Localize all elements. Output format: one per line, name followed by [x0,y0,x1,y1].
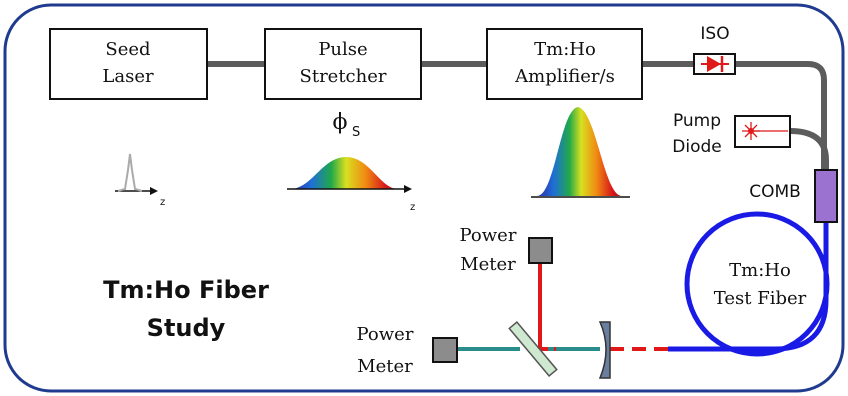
pulse-stretcher-block [264,28,422,100]
power-meter-left-label-1: Power [357,324,414,345]
amplified-pulse-sketch [531,107,630,198]
amplifier-block [486,28,643,100]
combiner-label: COMB [749,182,801,202]
dichroic-mirror [508,320,558,378]
test-fiber-label-1: Tm:Ho [729,260,791,281]
axis-z-label-2: z [410,202,415,213]
axis-z-label-1: z [160,197,165,208]
test-fiber-label-2: Test Fiber [714,288,807,309]
power-meter-top [528,237,553,264]
outer-frame [3,3,845,393]
amplifier-label-1: Tm:Ho [534,39,596,60]
phase-subscript: S [352,125,360,140]
power-meter-left-label-2: Meter [357,356,413,377]
power-meter-top-label-2: Meter [460,254,516,275]
stretched-pulse-sketch: z [287,157,415,213]
seed-laser-label-1: Seed [105,39,150,60]
test-fiber-path [668,222,829,352]
pulse-stretcher-label-2: Stretcher [300,66,387,87]
pulse-stretcher-label-1: Pulse [318,39,367,60]
pump-diode-label-1: Pump [673,111,721,131]
phase-label: ϕ [333,110,348,135]
study-title-line-2: Study [147,314,226,342]
isolator-icon [693,53,736,75]
power-meter-left [432,337,458,363]
pump-diode-label-2: Diode [672,137,721,157]
isolator-label: ISO [700,24,729,44]
lens-icon [598,321,611,379]
seed-fiber-path [207,61,829,170]
test-fiber-coil [684,211,830,357]
pump-diode-icon [734,115,791,148]
combiner-block [814,169,838,223]
seed-laser-label-2: Laser [102,66,154,87]
power-meter-top-label-1: Power [460,225,517,246]
amplifier-label-2: Amplifier/s [514,66,615,87]
study-title-line-1: Tm:Ho Fiber [103,276,269,304]
seed-pulse-sketch: z [115,153,165,208]
seed-laser-block [49,28,208,100]
